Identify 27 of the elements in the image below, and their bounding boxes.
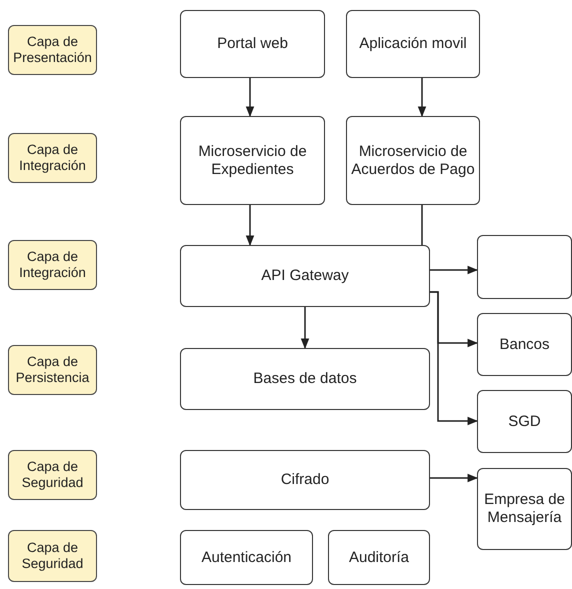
process-box: Autenticación	[180, 530, 313, 585]
arrow	[430, 291, 478, 426]
process-box: Auditoría	[328, 530, 430, 585]
layer-label: Capa de Integración	[8, 240, 97, 290]
process-box: Bancos	[477, 313, 572, 376]
layer-label: Capa de Seguridad	[8, 530, 97, 582]
connector-line	[421, 205, 423, 245]
process-box: Portal web	[180, 10, 325, 78]
process-box: SGD	[477, 390, 572, 453]
process-box: Microservicio de Acuerdos de Pago	[346, 116, 480, 205]
empty-box	[477, 235, 572, 299]
layer-label: Capa de Seguridad	[8, 450, 97, 500]
process-box: Aplicación movil	[346, 10, 480, 78]
arrow	[246, 205, 254, 246]
process-box: API Gateway	[180, 245, 430, 307]
layer-label: Capa de Integración	[8, 133, 97, 183]
process-box: Microservicio de Expedientes	[180, 116, 325, 205]
arrow	[430, 474, 478, 482]
process-box: Empresa de Mensajería	[477, 468, 572, 550]
process-box: Cifrado	[180, 450, 430, 510]
layer-label: Capa de Presentación	[8, 25, 97, 75]
arrow	[418, 78, 426, 118]
arrow	[246, 78, 254, 118]
layer-label: Capa de Persistencia	[8, 345, 97, 395]
arrow	[300, 307, 310, 350]
process-box: Bases de datos	[180, 348, 430, 410]
arrow	[430, 266, 478, 274]
